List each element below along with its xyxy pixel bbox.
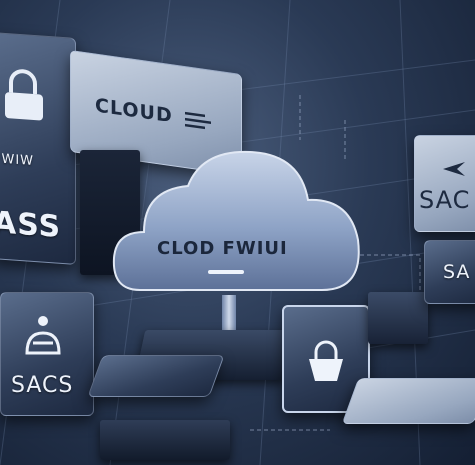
cloud-icon (112, 150, 360, 291)
right-mid-label: SA (443, 261, 471, 283)
lock-icon (5, 69, 43, 121)
arrows-icon (185, 111, 211, 130)
bottom-server (100, 420, 230, 460)
bottom-left-label: SACS (11, 373, 74, 398)
airplane-icon (443, 162, 465, 176)
cloud-indicator-dots (208, 270, 244, 274)
lock-icon (309, 340, 343, 381)
bottom-left-panel: SACS (0, 292, 94, 416)
bottom-device-left (87, 355, 225, 397)
cloud-sign-panel: CLOUD (70, 49, 242, 177)
bottom-device-right (341, 378, 475, 424)
top-left-panel: FWIW ASS (0, 32, 76, 265)
lock-panel (282, 305, 370, 413)
cloud-sign-label: CLOUD (95, 94, 173, 128)
right-top-label: SAC (419, 186, 471, 214)
left-panel-small-label: FWIW (0, 151, 35, 170)
right-top-panel: SAC (414, 135, 475, 232)
right-mid-panel: SA (424, 240, 475, 304)
left-panel-big-label: ASS (0, 205, 62, 245)
person-icon (25, 316, 61, 355)
cloud-main-label: CLOD FWIUI (157, 238, 288, 259)
right-server (368, 292, 428, 344)
